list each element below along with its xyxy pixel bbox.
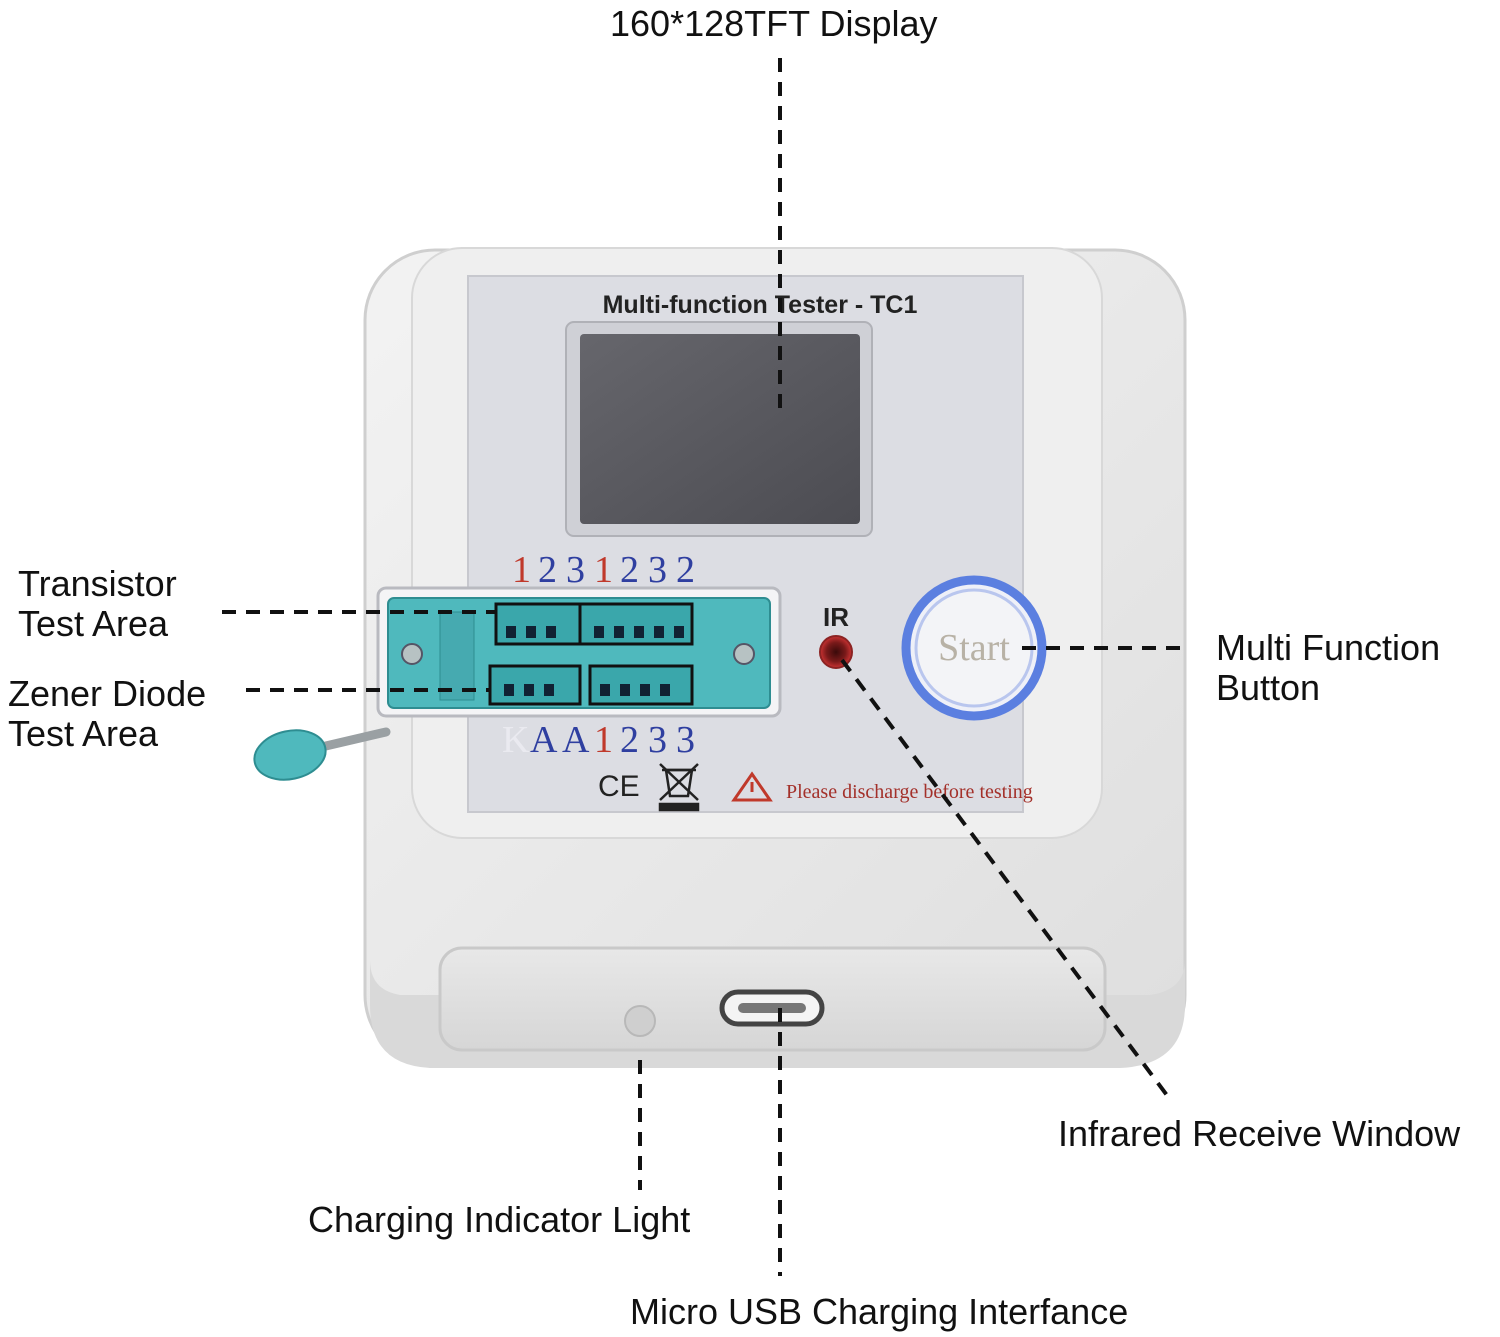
warning-triangle-icon (731, 771, 773, 802)
callout-infrared-receive-window: Infrared Receive Window (1058, 1114, 1460, 1154)
leader-lines (222, 58, 1180, 1276)
callout-micro-usb-charging: Micro USB Charging Interfance (630, 1292, 1128, 1332)
callout-text: Test Area (8, 713, 159, 754)
callout-tft-display: 160*128TFT Display (610, 4, 938, 44)
pin-label: A (530, 719, 558, 761)
pin-label: 1 (594, 549, 613, 591)
callout-text: Infrared Receive Window (1058, 1113, 1461, 1154)
panel-title: Multi-function Tester - TC1 (603, 291, 918, 319)
pin-label: 3 (676, 719, 695, 761)
pin-label: A (562, 719, 590, 761)
callout-transistor-test-area: Transistor Test Area (18, 564, 177, 644)
callout-text: Zener Diode (8, 673, 207, 714)
zif-test-socket[interactable] (387, 597, 771, 709)
callout-charging-indicator-light: Charging Indicator Light (308, 1200, 690, 1240)
leader-ir (840, 658, 1174, 1104)
callout-text: Button (1216, 667, 1321, 708)
ir-label: IR (823, 602, 849, 632)
infrared-receive-window (819, 635, 853, 669)
warning-text: Please discharge before testing (786, 781, 1033, 803)
pin-label: 2 (538, 549, 557, 591)
pin-label: 3 (648, 719, 667, 761)
zener-slots (488, 664, 694, 706)
pin-labels-top: 1 2 3 1 2 3 2 (512, 549, 695, 591)
callout-text: Micro USB Charging Interfance (630, 1291, 1129, 1332)
pin-label: K (502, 719, 530, 761)
pin-label: 2 (620, 719, 639, 761)
screw-right (733, 643, 755, 665)
callout-text: Charging Indicator Light (308, 1199, 691, 1240)
pin-label: 3 (648, 549, 667, 591)
ce-mark: CE (598, 770, 640, 803)
screw-left (401, 643, 423, 665)
callout-multi-function-button: Multi Function Button (1216, 628, 1440, 708)
micro-usb-port[interactable] (719, 989, 825, 1027)
callout-text: Multi Function (1216, 627, 1441, 668)
transistor-slots (494, 602, 694, 646)
pin-label: 3 (566, 549, 585, 591)
pin-label: 2 (620, 549, 639, 591)
pin-label: 2 (676, 549, 695, 591)
callout-text: Transistor (18, 563, 177, 604)
callout-zener-diode-test-area: Zener Diode Test Area (8, 674, 206, 754)
socket-lever[interactable] (250, 724, 391, 786)
callout-text: 160*128TFT Display (610, 3, 938, 44)
pin-labels-bottom: K A A 1 2 3 3 (502, 719, 695, 761)
weee-bin-icon (658, 763, 700, 812)
charging-indicator-led (624, 1005, 656, 1037)
tft-display (565, 321, 873, 537)
start-button-label: Start (938, 627, 1010, 669)
pin-label: 1 (512, 549, 531, 591)
callout-text: Test Area (18, 603, 169, 644)
pin-label: 1 (594, 719, 613, 761)
start-button[interactable]: Start (901, 575, 1047, 721)
